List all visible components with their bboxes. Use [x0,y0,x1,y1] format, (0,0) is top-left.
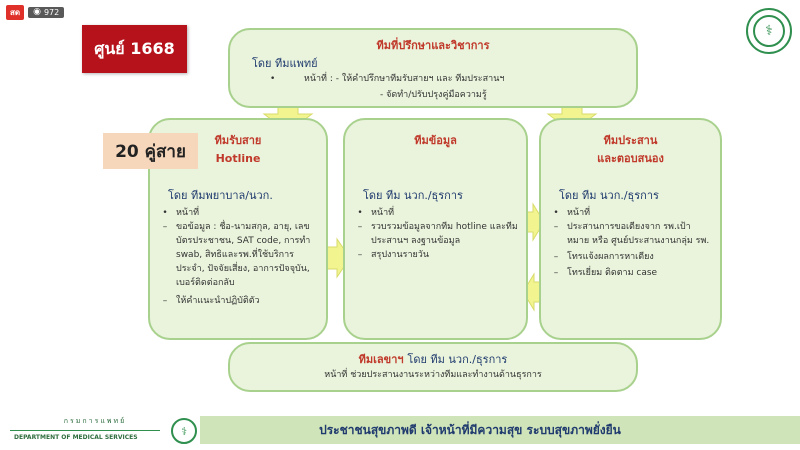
list-item: •หน้าที่ [162,208,200,218]
view-count: 972 [43,8,60,17]
footer-divider [10,430,160,431]
footer-dept-english: DEPARTMENT OF MEDICAL SERVICES [14,434,138,441]
consult-team-by: โดย ทีมแพทย์ [252,57,318,70]
coord-title-line2: และตอบสนอง [597,152,664,165]
bullet: • [270,74,276,84]
consult-team-box: ทีมที่ปรึกษาและวิชาการ โดย ทีมแพทย์ • หน… [228,28,638,108]
secretary-duty: หน้าที่ ช่วยประสานงานระหว่างทีมและทำงานด… [324,370,542,380]
live-badge: สด [6,5,25,20]
hotline-team-title: ทีมรับสาย Hotline [150,132,326,168]
data-team-title: ทีมข้อมูล [414,134,457,147]
list-item: –สรุปงานรายวัน [357,250,430,260]
hotline-team-box: ทีมรับสาย Hotline โดย ทีมพยาบาล/นวก. •หน… [148,118,328,340]
secretary-team-box: ทีมเลขาฯ โดย ทีม นวก./ธุรการ หน้าที่ ช่ว… [228,342,638,392]
list-item: –รวบรวมข้อมูลจากทีม hotline และทีมประสาน… [357,222,518,246]
data-team-by: โดย ทีม นวก./ธุรการ [363,189,463,202]
footer-slogan: ประชาชนสุขภาพดี เจ้าหน้าที่มีความสุข ระบ… [319,423,621,437]
view-count-badge: ◉ 972 [28,7,65,18]
secretary-heading: ทีมเลขาฯ โดย ทีม นวก./ธุรการ [230,350,636,368]
list-item: –โทรเยี่ยม ติดตาม case [553,268,658,278]
secretary-team-title: ทีมเลขาฯ [358,353,404,366]
coordination-team-box: ทีมประสาน และตอบสนอง โดย ทีม นวก./ธุรการ… [539,118,722,340]
coord-team-title: ทีมประสาน และตอบสนอง [541,132,720,168]
list-item: –โทรแจ้งผลการหาเตียง [553,252,654,262]
coord-team-by: โดย ทีม นวก./ธุรการ [559,189,659,202]
eye-icon: ◉ [33,7,41,17]
consult-team-duty: • หน้าที่ : - ให้คำปรึกษาทีมรับสายฯ และ … [270,72,504,86]
coord-duty-list: •หน้าที่ –ประสานการขอเตียงจาก รพ.เป้าหมา… [551,206,712,280]
data-team-box: ทีมข้อมูล โดย ทีม นวก./ธุรการ •หน้าที่ –… [343,118,528,340]
consult-duty-line2: - จัดทำ/ปรับปรุงคู่มือความรู้ [380,90,487,100]
footer-band [200,416,800,444]
list-item: –ประสานการขอเตียงจาก รพ.เป้าหมาย หรือ ศู… [553,222,710,246]
ministry-footer-logo-icon: ⚕ [171,418,197,444]
hotline-duty-list: •หน้าที่ –ขอข้อมูล : ชื่อ-นามสกุล, อายุ,… [160,206,318,308]
coord-title-line1: ทีมประสาน [603,134,658,147]
list-item: •หน้าที่ [357,208,395,218]
list-item: –ขอข้อมูล : ชื่อ-นามสกุล, อายุ, เลขบัตรป… [162,222,311,288]
footer: กรมการแพทย์ DEPARTMENT OF MEDICAL SERVIC… [0,404,800,450]
secretary-team-by: โดย ทีม นวก./ธุรการ [407,353,508,366]
hotline-title-line1: ทีมรับสาย [214,134,262,147]
list-item: –ให้คำแนะนำปฏิบัติตัว [162,296,260,306]
lines-count-badge: 20 คู่สาย [103,133,198,169]
ministry-logo-icon: ⚕ [746,8,792,54]
hotline-title-line2: Hotline [215,152,261,165]
live-overlay: สด ◉ 972 [6,5,65,20]
consult-team-title: ทีมที่ปรึกษาและวิชาการ [376,39,490,52]
list-item: •หน้าที่ [553,208,591,218]
footer-dept-thai: กรมการแพทย์ [63,417,127,425]
data-duty-list: •หน้าที่ –รวบรวมข้อมูลจากทีม hotline และ… [355,206,518,262]
consult-duty-line1: หน้าที่ : - ให้คำปรึกษาทีมรับสายฯ และ ที… [303,74,505,84]
hotline-team-by: โดย ทีมพยาบาล/นวก. [168,189,273,202]
center-label: ศูนย์ 1668 [82,25,187,73]
